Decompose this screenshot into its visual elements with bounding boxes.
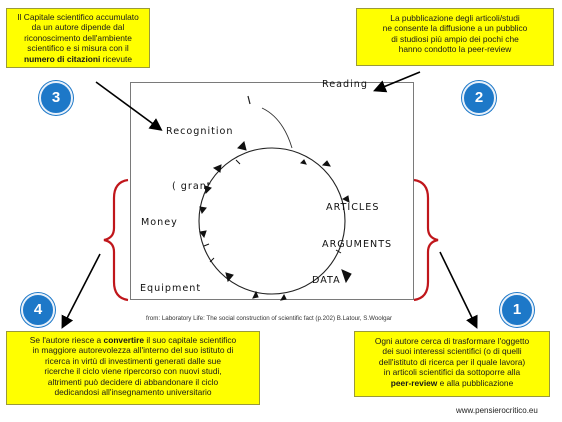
note-line: hanno condotto la peer-review (398, 44, 512, 55)
reading-tick (247, 95, 251, 105)
figure-caption: from: Laboratory Life: The social constr… (146, 315, 393, 322)
arrow-recognition (95, 81, 163, 131)
cycle-tick-marks (203, 159, 342, 263)
note-peer-review: Ogni autore cerca di trasformare l'ogget… (354, 331, 550, 397)
arrow-reading (373, 71, 421, 93)
step-3-badge: 3 (39, 81, 73, 115)
cycle-circle (198, 147, 346, 295)
step-1-badge: 1 (500, 293, 534, 327)
note-line: La pubblicazione degli articoli/studi (390, 13, 520, 23)
note-line: in maggiore autorevolezza all'interno de… (32, 345, 234, 356)
note-line: dedicandosi all'insegnamento universitar… (54, 387, 212, 398)
label-arguments: ARGUMENTS (322, 239, 393, 250)
note-line: ricerche il ciclo viene ripercorso con n… (44, 366, 222, 377)
note-line: ricerca in virtù di investimenti generat… (45, 355, 221, 366)
step-4-badge: 4 (21, 293, 55, 327)
arrow-money (61, 253, 101, 329)
note-line: scientifico e si misura con il (27, 43, 129, 54)
right-brace (413, 178, 439, 302)
label-data: DATA (312, 275, 341, 286)
note-line: Ogni autore cerca di trasformare l'ogget… (374, 336, 530, 346)
note-line: Il Capitale scientifico accumulato (17, 12, 139, 22)
note-text: il suo capitale scientifico (144, 335, 237, 345)
note-line: dell'istituto di ricerca per il quale la… (378, 356, 526, 367)
note-text: e alla pubblicazione (437, 377, 514, 388)
arrow-articles (439, 251, 478, 329)
note-line: da un autore dipende dal (31, 22, 125, 33)
note-line: Se l'autore riesce a convertire il suo c… (11, 335, 255, 345)
note-citations: Il Capitale scientifico accumulato da un… (6, 8, 150, 68)
step-2-badge: 2 (462, 81, 496, 115)
diagram-frame (130, 82, 414, 300)
label-grant: ( grant (172, 181, 212, 192)
note-text: ricevute (100, 53, 132, 64)
note-bold-text: convertire (103, 335, 145, 345)
label-recognition: Recognition (166, 126, 234, 137)
note-conversion: Se l'autore riesce a convertire il suo c… (6, 331, 260, 405)
label-equipment: Equipment (140, 283, 202, 294)
note-line: riconoscimento dell'ambiente (24, 32, 132, 43)
note-line: numero di citazioni ricevute (11, 54, 145, 64)
label-articles: ARTICLES (326, 202, 380, 213)
note-line: dei suoi interessi scientifici (o di que… (382, 346, 522, 357)
note-line: peer-review e alla pubblicazione (360, 378, 544, 388)
note-line: ne consente la diffusione a un pubblico (382, 23, 528, 34)
note-line: in articoli scientifici da sottoporre al… (383, 367, 521, 378)
note-line: altrimenti può decidere di abbandonare i… (47, 376, 219, 387)
website-credit[interactable]: www.pensierocritico.eu (456, 406, 538, 415)
note-text: Se l'autore riesce a (29, 335, 104, 345)
note-publication: La pubblicazione degli articoli/studi ne… (356, 8, 554, 66)
note-bold-text: numero di citazioni (24, 53, 101, 64)
cycle-arrowheads (199, 141, 352, 301)
label-reading: Reading (322, 79, 368, 90)
left-brace (103, 178, 129, 302)
reading-arc (261, 107, 293, 149)
note-bold-text: peer-review (390, 377, 438, 388)
label-money: Money (141, 217, 178, 228)
note-line: di studiosi più ampio dei pochi che (391, 33, 519, 44)
